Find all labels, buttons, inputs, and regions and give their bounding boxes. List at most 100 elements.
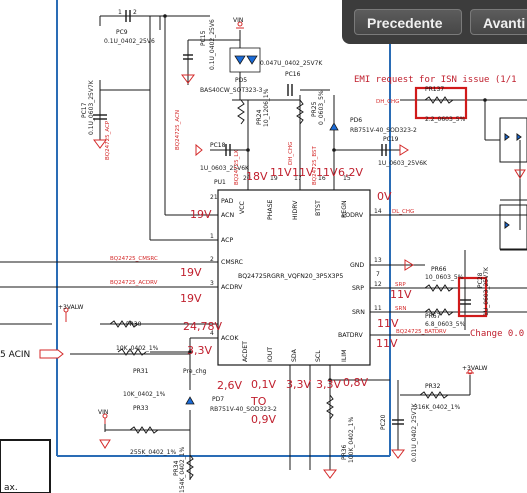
pc19-ref: PC19 (383, 136, 399, 143)
pr66-ref: PR66 (431, 266, 447, 273)
volt-ilim: 0,8V (343, 376, 368, 389)
pr31-value: 10K_0402_1% (123, 391, 166, 398)
pin-acok: ACOK (221, 335, 239, 342)
net-dl-chg: DL_CHG (392, 209, 414, 215)
valw-right-label: +3VALW (462, 365, 487, 372)
emi-note: EMI request for ISN issue (1/1 (354, 75, 517, 85)
title-block-corner (0, 439, 51, 493)
pin-num: 12 (374, 281, 382, 288)
pr25-ref: PR25 (311, 101, 318, 117)
pin-acp: ACP (221, 237, 233, 244)
pin-num: 15 (343, 175, 351, 182)
pin-acn: ACN (221, 212, 234, 219)
pr137-value: 2.2_0603_5% (425, 116, 466, 123)
pr24-value: 10_1206_1% (263, 88, 270, 127)
junction-dot (328, 378, 332, 382)
valw-right-dot (467, 369, 473, 375)
pr30-value: 10K_0402_1% (116, 345, 159, 352)
pr34-ref: PR34 (173, 460, 180, 476)
junction-dot (188, 350, 192, 354)
pc16-ref: PC16 (285, 71, 301, 78)
ground-pc18-icon (195, 143, 203, 157)
volt-scl: 3,3V (316, 378, 341, 391)
net-cmsrc: BQ24725_CMSRC (110, 256, 158, 262)
gnd-pin-number: 7 (376, 271, 380, 278)
net-srn: SRN (395, 306, 406, 312)
voltage-annotations: 18V 11V 11V 11V 6,2V 0V 19V 19V 19V 24,7… (180, 166, 412, 426)
pin-gnd: GND (350, 262, 364, 269)
pin-hidrv: HIDRV (292, 200, 299, 220)
pd5-ref: PD5 (235, 77, 247, 84)
net-bq-bst: BQ24725_BST (312, 145, 318, 185)
junction-dot (163, 14, 167, 18)
net-dh-chg-right: DH_CHG (376, 99, 399, 105)
pin-num: 14 (374, 208, 382, 215)
volt-srn: 11V (377, 317, 399, 330)
pr137-ref: PR137 (425, 86, 444, 93)
change-note: Change 0.0 (470, 329, 524, 339)
pr36-resistor (326, 394, 334, 420)
pc19-value: 1U_0603_25V6K (378, 160, 428, 167)
junction-dot (483, 98, 487, 102)
pin-sda: SDA (291, 348, 298, 362)
pr30-ref: PR30 (126, 321, 142, 328)
wires (0, 0, 527, 480)
net-acdrv: BQ24725_ACDRV (110, 280, 158, 286)
ic-right-pins: LODRV GND SRP SRN BATDRV (338, 212, 365, 339)
pr33-resistor (129, 426, 159, 434)
pc18-value: 1U_0603_25V6K (200, 165, 250, 172)
pin-ilim: ILIM (341, 350, 348, 362)
pin-num: 19 (270, 175, 278, 182)
pc17-value: 0.1U_0603_25V7K (88, 79, 95, 135)
pd7-diode (185, 396, 195, 405)
pd5-value: BAS40CW_SOT323-3 (200, 87, 263, 94)
pr66-value: 10_0603_5% (425, 274, 464, 281)
pin-num: 3 (210, 280, 214, 287)
volt-hidrv: 11V (292, 166, 314, 179)
pin-num: 13 (374, 257, 382, 264)
previous-button[interactable]: Precedente (354, 9, 462, 35)
pin-num: 17 (294, 175, 302, 182)
pr34-resistor (186, 454, 194, 480)
ground-upper-icon (514, 169, 526, 179)
pr36-ref: PR36 (341, 444, 348, 460)
ground-pr33-icon (99, 439, 111, 449)
acin-connector-icon (39, 349, 64, 359)
pin-srp: SRP (352, 285, 364, 292)
pin-lodrv: LODRV (342, 212, 364, 219)
pd5-diode-a (234, 55, 246, 65)
next-button[interactable]: Avanti (470, 9, 527, 35)
pr137-resistor (424, 96, 454, 104)
pd7-ref: PD7 (212, 396, 224, 403)
volt-acn: 19V (190, 208, 212, 221)
pr24-ref: PR24 (256, 109, 263, 125)
ic-left-pins: PAD ACN ACP CMSRC ACDRV ACOK (221, 198, 243, 342)
pr67-value: 6.8_0603_5% (425, 321, 466, 328)
pin-acdrv: ACDRV (221, 284, 243, 291)
ic-top-pins: VCC PHASE HIDRV BTST REGN (239, 199, 348, 220)
ground-pc15-icon (181, 74, 195, 84)
pd5-diode-b (246, 55, 258, 65)
ground-pc17-icon (93, 139, 107, 149)
volt-srp: 11V (390, 288, 412, 301)
volt-to-label: TO (250, 395, 267, 408)
ic-part: BQ24725RGRR_VQFN20_3P5X3P5 (238, 273, 343, 280)
vin-top-label: VIN (233, 17, 243, 24)
pin-acdet: ACDET (242, 341, 249, 362)
pc17-ref: PC17 (81, 102, 88, 118)
mosfet-upper-diode-b-icon (516, 133, 522, 141)
volt-sda: 3,3V (286, 378, 311, 391)
net-bq-acp: BQ24725_ACP (105, 120, 111, 160)
pc15-ref: PC15 (200, 30, 207, 46)
corner-text: ax. (4, 483, 18, 493)
pd6-value: RB751V-40_SOD323-2 (350, 127, 417, 134)
pr66-resistor (424, 284, 454, 292)
pin-scl: SCL (315, 350, 322, 362)
pr67-ref: PR67 (425, 313, 441, 320)
pin-num: 4 (210, 330, 214, 337)
volt-acok: 3,3V (187, 344, 212, 357)
pc9-pin2: 2 (133, 9, 137, 16)
volt-acp: 19V (180, 266, 202, 279)
pin-vcc: VCC (239, 201, 246, 214)
pr33-ref: PR33 (133, 405, 149, 412)
